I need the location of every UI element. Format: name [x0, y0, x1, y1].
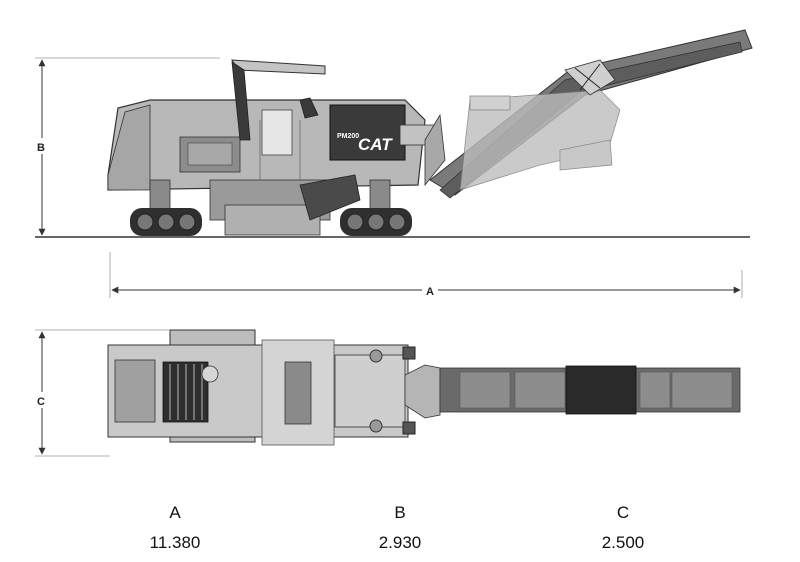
dimension-a-label: A [426, 286, 434, 298]
cat-logo: CAT [358, 135, 393, 154]
dimension-b-label: B [37, 142, 45, 154]
top-view: C [34, 329, 741, 457]
column-b-value: 2.930 [378, 533, 422, 552]
dimension-b: B [34, 57, 220, 236]
machine-dimension-diagram: PM200 CAT B [34, 29, 753, 457]
front-track [130, 179, 202, 236]
dimension-c-label: C [37, 396, 45, 408]
machine-body [107, 99, 446, 236]
dimension-c: C [34, 329, 170, 457]
column-c-value: 2.500 [601, 533, 645, 552]
column-a-value: 11.380 [149, 533, 201, 552]
rear-track [340, 179, 412, 236]
column-a-label: A [169, 503, 181, 522]
dimension-a: A [109, 252, 743, 298]
side-view: PM200 CAT B [34, 29, 753, 298]
canopy [231, 59, 326, 141]
conveyor-side [429, 29, 753, 199]
column-b-label: B [394, 503, 406, 522]
model-badge: PM200 [337, 133, 359, 140]
column-c-label: C [616, 503, 630, 522]
